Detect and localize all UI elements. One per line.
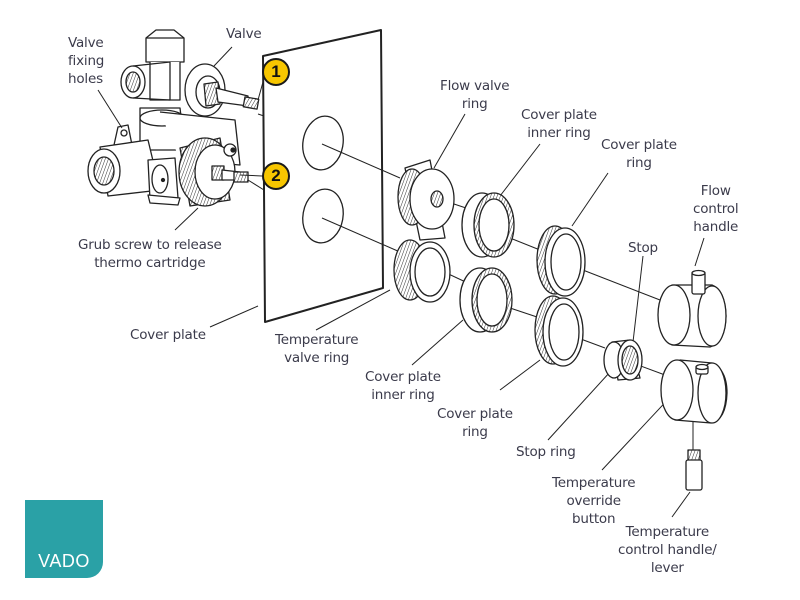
label-cover-plate: Cover plate: [130, 327, 206, 343]
temperature-valve-ring: [393, 239, 451, 303]
valve-body: [87, 29, 260, 207]
label-cover-plate-inner-ring-bottom: Cover plate inner ring: [365, 369, 441, 403]
label-stop-ring: Stop ring: [516, 444, 576, 460]
vado-logo: VADO: [25, 500, 103, 578]
label-flow-valve-ring: Flow valve ring: [440, 78, 510, 112]
cover-plate-ring-top: [536, 225, 586, 297]
logo-text: VADO: [38, 551, 90, 571]
cover-plate-inner-ring-top: [461, 192, 515, 258]
label-cover-plate-inner-ring-top: Cover plate inner ring: [521, 107, 597, 141]
cover-plate-inner-ring-bottom: [459, 267, 513, 333]
label-temperature-override-button: Temperature override button: [552, 475, 636, 527]
temperature-handle: [660, 359, 728, 424]
label-stop: Stop: [628, 240, 658, 256]
label-cover-plate-ring-top: Cover plate ring: [601, 137, 677, 171]
label-cover-plate-ring-bottom: Cover plate ring: [437, 406, 513, 440]
label-grub-screw: Grub screw to release thermo cartridge: [78, 237, 222, 271]
temperature-lever: [685, 449, 703, 491]
label-valve-fixing-holes: Valve fixing holes: [68, 35, 105, 87]
label-flow-control-handle: Flow control handle: [693, 183, 739, 235]
flow-valve-ring: [397, 159, 455, 241]
cover-plate: [262, 29, 384, 323]
callout-badge-2: 2: [262, 162, 290, 190]
label-temperature-valve-ring: Temperature valve ring: [275, 332, 359, 366]
cover-plate-ring-bottom: [534, 295, 584, 367]
stop-ring: [603, 339, 643, 381]
label-temperature-control-handle: Temperature control handle/ lever: [618, 524, 717, 576]
callout-badge-1: 1: [262, 58, 290, 86]
flow-control-handle: [657, 269, 727, 348]
label-valve: Valve: [226, 26, 262, 42]
